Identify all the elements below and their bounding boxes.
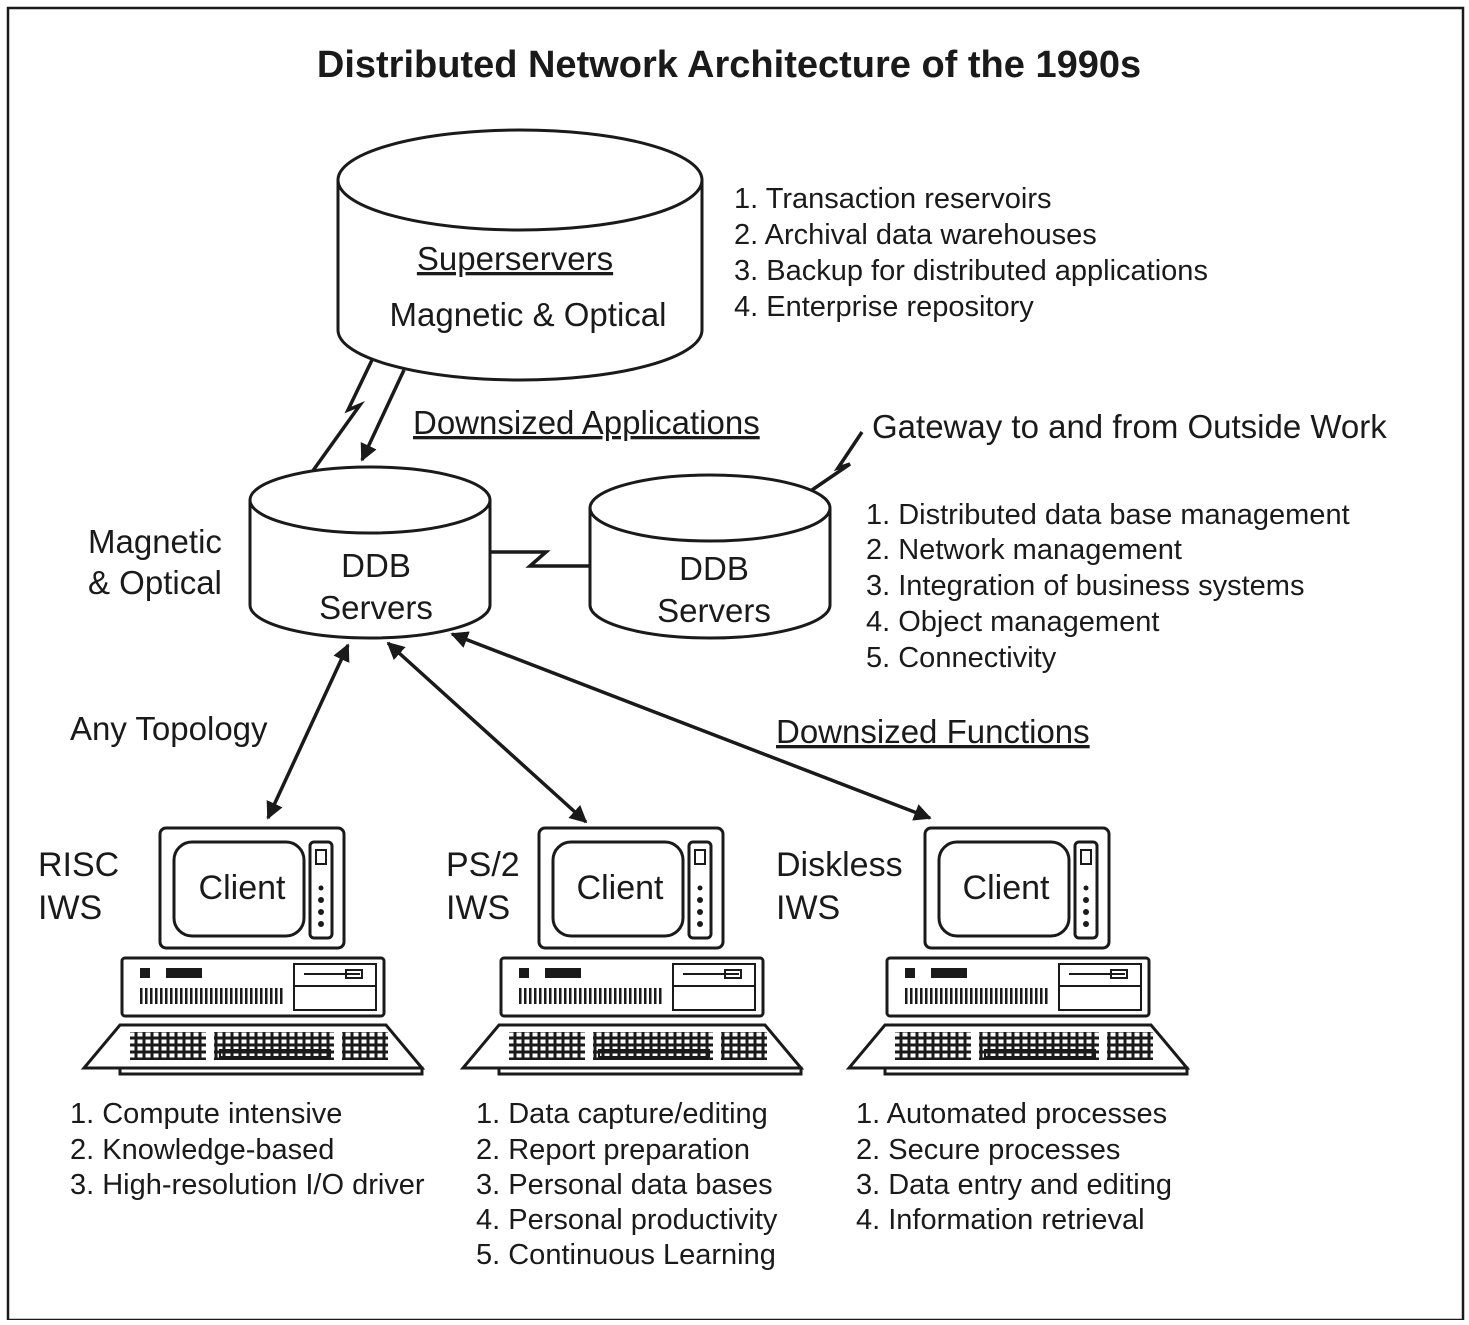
arrow-superserver-to-ddb	[360, 369, 406, 462]
ddb-left-line2: Servers	[319, 589, 433, 626]
ddb-left-media-line1: Magnetic	[88, 523, 222, 560]
ddb-right-line1: DDB	[679, 550, 749, 587]
list-item: 4. Information retrieval	[856, 1204, 1145, 1236]
list-item: 1. Transaction reservoirs	[734, 183, 1052, 215]
client-type-line2: IWS	[776, 889, 840, 927]
list-item: 2. Network management	[866, 534, 1182, 566]
client-screen-label: Client	[963, 869, 1050, 907]
list-item: 2. Archival data warehouses	[734, 219, 1097, 251]
downsized-functions-label: Downsized Functions	[776, 713, 1090, 750]
ddb-left-line1: DDB	[341, 547, 411, 584]
client-ps2-list: 1. Data capture/editing 2. Report prepar…	[476, 1098, 778, 1271]
list-item: 3. Backup for distributed applications	[734, 255, 1208, 287]
ddb-server-left: DDB Servers	[248, 465, 492, 640]
list-item: 3. Integration of business systems	[866, 570, 1304, 602]
ddb-right-line2: Servers	[657, 592, 771, 629]
list-item: 5. Continuous Learning	[476, 1239, 776, 1271]
client-type-line1: Diskless	[776, 846, 903, 884]
gateway-label: Gateway to and from Outside Work	[872, 408, 1387, 445]
lightning-link	[310, 359, 374, 474]
list-item: 3. High-resolution I/O driver	[70, 1169, 425, 1201]
client-diskless: Client	[847, 826, 1189, 1076]
superserver-cylinder: Superservers Magnetic & Optical	[336, 128, 704, 382]
client-type-line1: RISC	[38, 846, 119, 884]
list-item: 4. Object management	[866, 606, 1159, 638]
list-item: 4. Enterprise repository	[734, 291, 1034, 323]
superservers-heading: Superservers	[417, 240, 613, 277]
ddb-left-media-line2: & Optical	[88, 564, 222, 601]
client-ps2: Client	[461, 826, 803, 1076]
client-diskless-list: 1. Automated processes 2. Secure process…	[856, 1098, 1172, 1236]
ddb-server-right: DDB Servers	[588, 473, 832, 640]
client-type-line2: IWS	[38, 889, 102, 927]
superservers-subheading: Magnetic & Optical	[390, 296, 667, 333]
client-screen-label: Client	[199, 869, 286, 907]
downsized-applications-label: Downsized Applications	[413, 404, 760, 441]
list-item: 1. Compute intensive	[70, 1098, 342, 1130]
client-risc-list: 1. Compute intensive 2. Knowledge-based …	[70, 1098, 425, 1201]
list-item: 2. Knowledge-based	[70, 1134, 334, 1166]
arrow-ddb-to-risc	[266, 643, 350, 820]
superservers-list: 1. Transaction reservoirs 2. Archival da…	[734, 183, 1208, 323]
list-item: 1. Distributed data base management	[866, 499, 1350, 531]
list-item: 2. Secure processes	[856, 1134, 1120, 1166]
client-type-line1: PS/2	[446, 846, 520, 884]
arrow-ddb-to-diskless	[450, 631, 932, 821]
client-type-line2: IWS	[446, 889, 510, 927]
ddb-functions-list: 1. Distributed data base management 2. N…	[866, 499, 1350, 674]
ddb-interlink	[490, 550, 590, 568]
list-item: 3. Data entry and editing	[856, 1169, 1172, 1201]
arrow-ddb-to-ps2	[386, 641, 588, 824]
list-item: 1. Data capture/editing	[476, 1098, 768, 1130]
client-risc: Client	[82, 826, 424, 1076]
list-item: 5. Connectivity	[866, 642, 1057, 674]
diagram-title: Distributed Network Architecture of the …	[317, 44, 1141, 86]
gateway-lightning	[811, 431, 864, 492]
any-topology-label: Any Topology	[70, 710, 268, 747]
list-item: 4. Personal productivity	[476, 1204, 778, 1236]
list-item: 3. Personal data bases	[476, 1169, 773, 1201]
list-item: 2. Report preparation	[476, 1134, 750, 1166]
list-item: 1. Automated processes	[856, 1098, 1167, 1130]
client-screen-label: Client	[577, 869, 664, 907]
